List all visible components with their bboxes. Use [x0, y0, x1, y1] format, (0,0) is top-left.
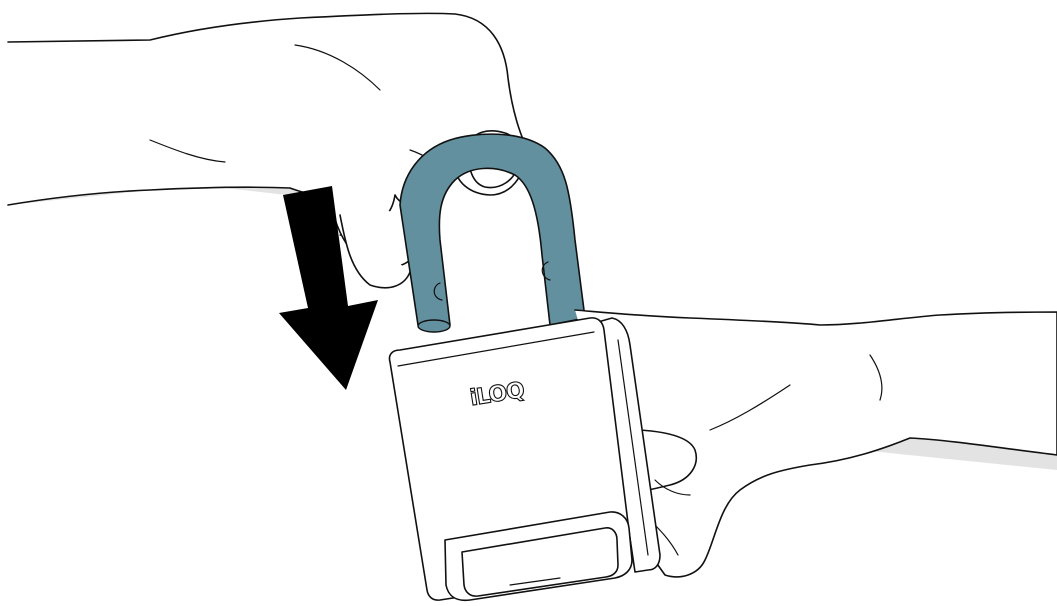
padlock-body: iLOQ [389, 318, 660, 600]
shackle-body [400, 134, 585, 330]
shackle-end-cap [418, 320, 450, 332]
padlock-shackle [400, 134, 585, 332]
